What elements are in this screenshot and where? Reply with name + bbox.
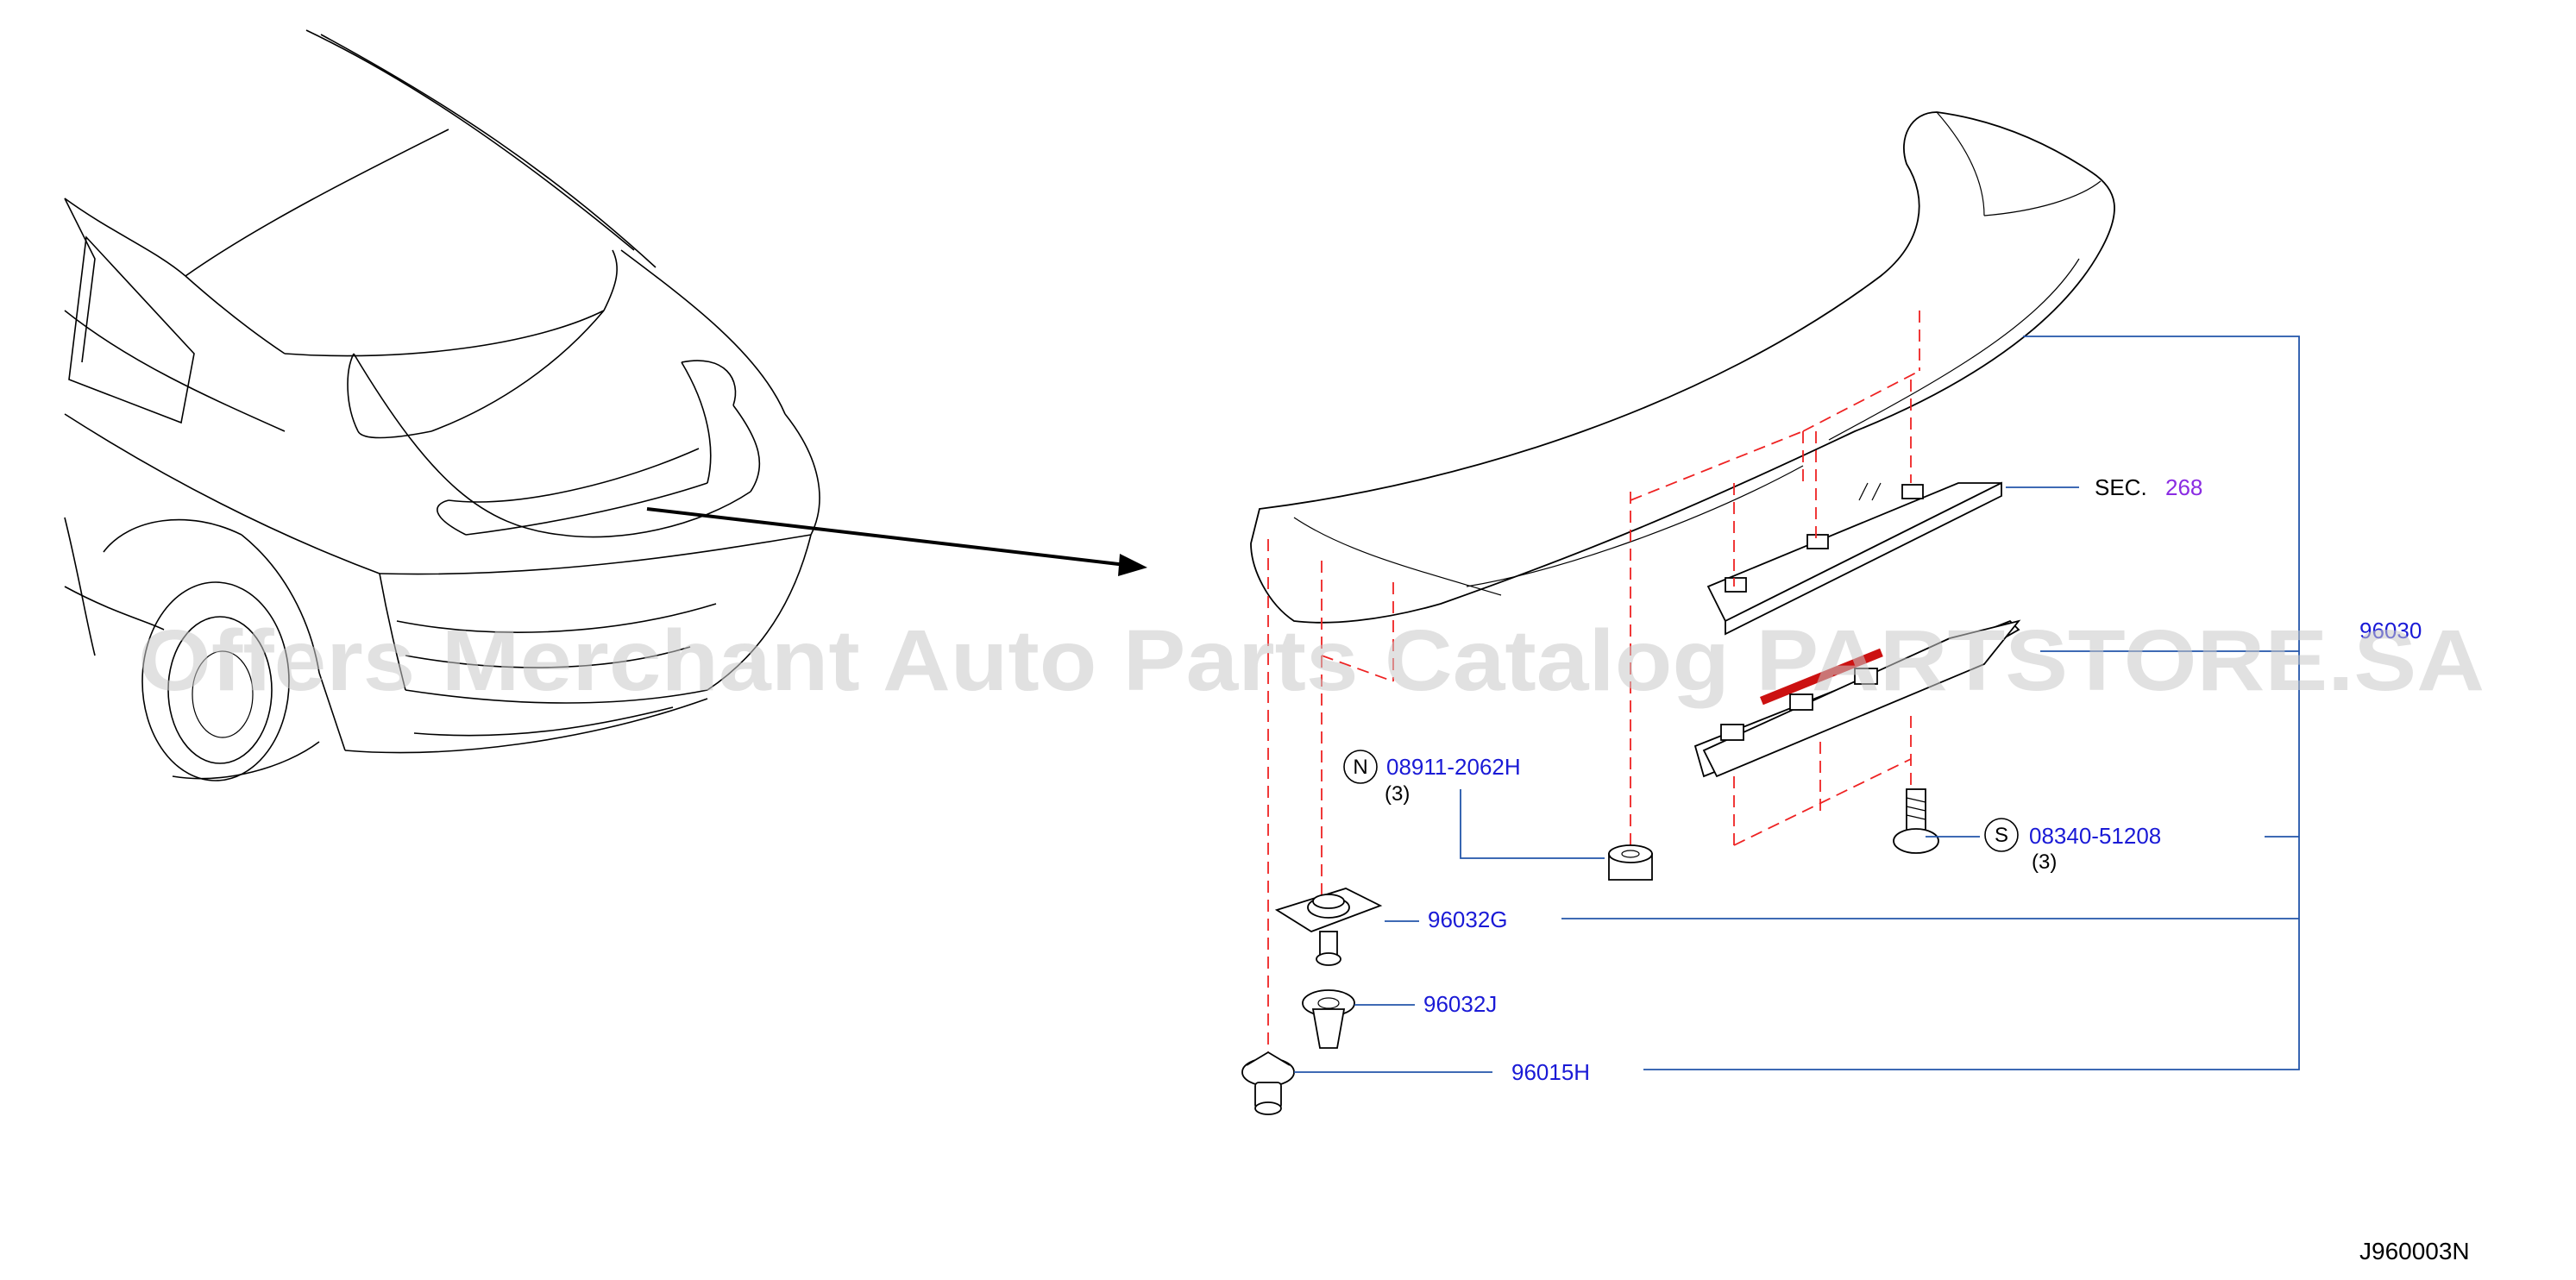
car-rear-illustration <box>64 29 820 781</box>
assembly-guide-lines <box>1267 311 1920 1087</box>
label-screw[interactable]: S 08340-51208 (3) <box>1984 818 2161 874</box>
grommet-part[interactable] <box>1274 888 1383 966</box>
part-number-screw[interactable]: 08340-51208 <box>2029 823 2161 849</box>
part-number-clip-nut[interactable]: 96032J <box>1423 991 1497 1017</box>
quantity-screw: (3) <box>2032 850 2057 874</box>
pointer-arrow <box>646 507 1147 576</box>
section-number[interactable]: 268 <box>2165 474 2202 500</box>
spoiler-bracket <box>1693 481 2021 778</box>
clip-nut-part[interactable] <box>1302 989 1355 1049</box>
part-number-grommet[interactable]: 96032G <box>1428 907 1508 932</box>
nut-part[interactable] <box>1608 844 1653 881</box>
screw-symbol: S <box>1995 824 2008 847</box>
quantity-nut: (3) <box>1385 782 1410 806</box>
leader-lines <box>1294 336 2300 1073</box>
section-reference[interactable]: SEC. 268 <box>2095 474 2202 500</box>
s-symbol-icon <box>1984 818 2019 852</box>
part-number-nut[interactable]: 08911-2062H <box>1386 754 1521 780</box>
part-number-clip[interactable]: 96015H <box>1511 1059 1590 1085</box>
n-symbol-icon <box>1343 750 1378 784</box>
nut-symbol: N <box>1353 756 1367 779</box>
rear-spoiler[interactable] <box>1250 111 2115 624</box>
watermark: Offers Merchant Auto Parts Catalog PARTS… <box>138 612 2485 709</box>
clip-part[interactable] <box>1241 1051 1295 1115</box>
label-spoiler[interactable]: 96030 <box>2359 618 2422 643</box>
section-label: SEC. <box>2095 474 2147 500</box>
diagram-code: J960003N <box>2359 1238 2470 1264</box>
label-nut[interactable]: N 08911-2062H (3) <box>1343 750 1521 806</box>
part-number-spoiler[interactable]: 96030 <box>2359 618 2422 643</box>
screw-part[interactable] <box>1893 788 1939 854</box>
